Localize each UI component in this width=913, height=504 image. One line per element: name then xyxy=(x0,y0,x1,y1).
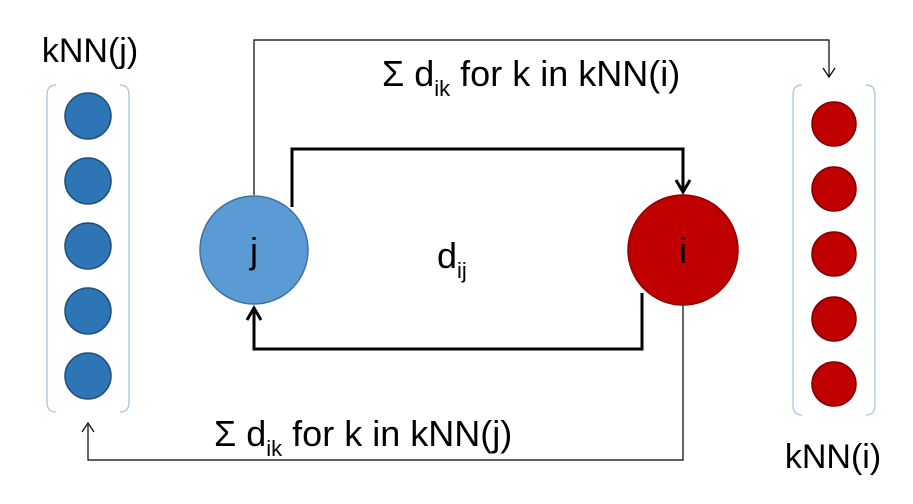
right-group-bracket xyxy=(792,84,876,416)
left-neighbor-node-3 xyxy=(64,222,112,270)
right-bracket-right xyxy=(865,84,876,416)
node-j-label: j xyxy=(249,230,258,271)
right-neighbor-node-5 xyxy=(811,361,857,407)
right-neighbor-node-2 xyxy=(811,166,857,212)
bottom-sum-label: Σ dik for k in kNN(j) xyxy=(214,413,512,461)
bottom-connector-arrowhead xyxy=(81,421,95,433)
bottom-inner-arrowhead xyxy=(245,305,263,321)
bottom-connector xyxy=(87,305,684,461)
top-inner-connector xyxy=(290,147,685,207)
left-bracket-left xyxy=(46,84,57,413)
right-neighbor-node-4 xyxy=(811,296,857,342)
right-bracket-left xyxy=(792,84,803,416)
top-connector xyxy=(253,39,830,195)
top-sum-suffix: for k in kNN(i) xyxy=(450,53,680,94)
left-neighbor-node-2 xyxy=(64,157,112,205)
left-group-label: kNN(j) xyxy=(42,32,138,70)
left-neighbor-node-4 xyxy=(64,287,112,335)
right-neighbor-node-3 xyxy=(811,231,857,277)
node-i xyxy=(627,194,739,306)
bottom-sum-sub: ik xyxy=(266,436,283,461)
bottom-sum-suffix: for k in kNN(j) xyxy=(282,413,512,454)
center-distance-sub: ij xyxy=(457,258,467,283)
top-sum-sub: ik xyxy=(434,76,451,101)
node-j xyxy=(199,195,309,305)
node-i-label: i xyxy=(679,230,687,271)
top-connector-arrowhead xyxy=(822,67,836,79)
right-neighbor-node-1 xyxy=(811,101,857,147)
left-neighbor-nodes xyxy=(64,92,112,400)
top-sum-prefix: Σ d xyxy=(382,53,434,94)
left-bracket-right xyxy=(119,84,130,413)
center-distance-label: dij xyxy=(437,235,467,283)
top-inner-arrowhead xyxy=(674,179,692,195)
bottom-inner-connector xyxy=(252,293,644,351)
right-group-label: kNN(i) xyxy=(785,438,881,476)
bottom-sum-prefix: Σ d xyxy=(214,413,266,454)
top-sum-label: Σ dik for k in kNN(i) xyxy=(382,53,680,101)
right-neighbor-nodes xyxy=(811,101,857,407)
left-group-bracket xyxy=(46,84,130,413)
left-neighbor-node-5 xyxy=(64,352,112,400)
left-neighbor-node-1 xyxy=(64,92,112,140)
center-distance-base: d xyxy=(437,235,457,276)
